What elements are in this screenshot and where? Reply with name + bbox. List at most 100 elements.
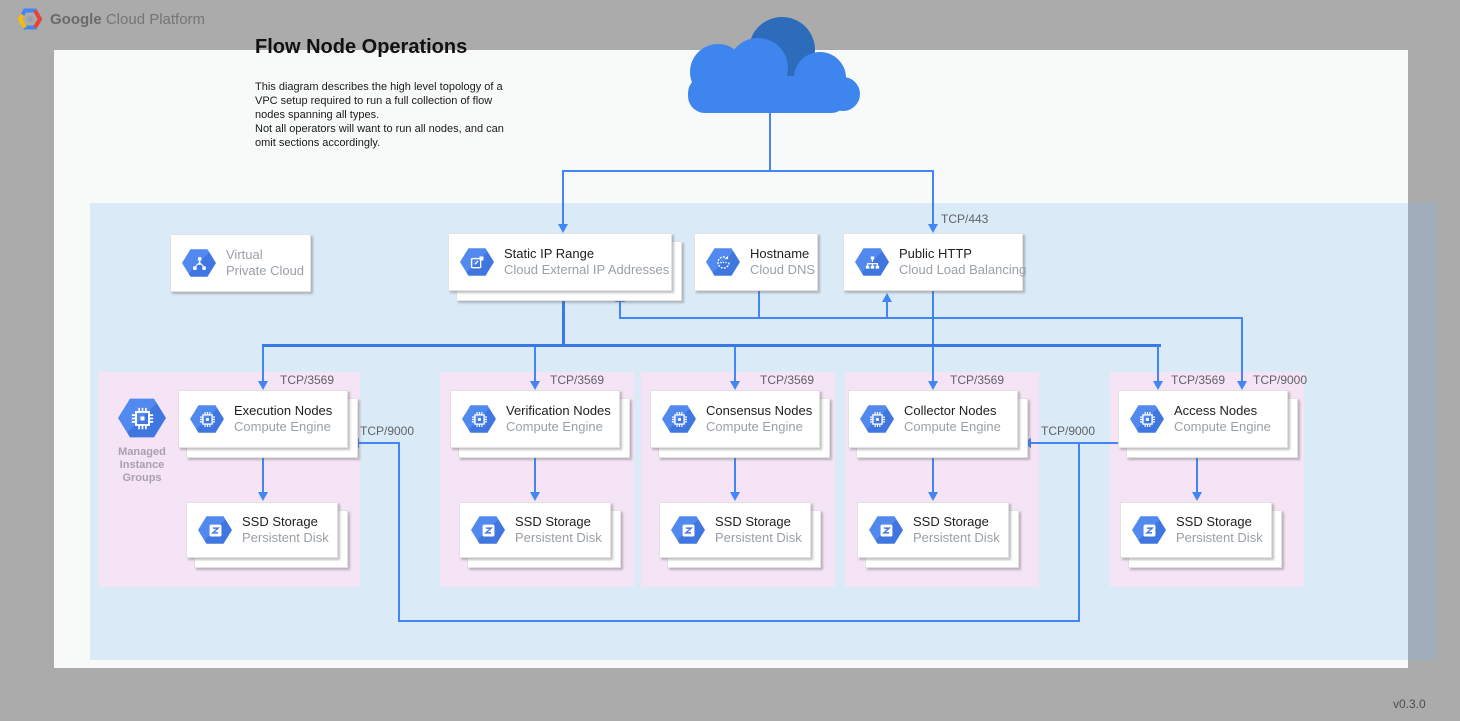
execution-nodes-card: Execution Nodes Compute Engine <box>178 390 358 458</box>
arrow-icon <box>258 492 268 501</box>
managed-instance-groups-label: Managed Instance Groups <box>100 446 184 485</box>
port-label-collector-tcp9000: TCP/9000 <box>1041 424 1096 438</box>
card-subtitle: Compute Engine <box>706 419 803 434</box>
card-subtitle: Cloud Load Balancing <box>899 262 1027 277</box>
card-subtitle: Persistent Disk <box>242 530 329 545</box>
persistent-disk-icon <box>869 516 903 544</box>
card-title: SSD Storage <box>913 514 989 529</box>
card-title: Virtual <box>226 247 263 262</box>
wire <box>619 300 621 318</box>
card-title: SSD Storage <box>242 514 318 529</box>
version-label: v0.3.0 <box>1393 697 1426 711</box>
wire <box>1157 347 1159 381</box>
arrow-into-access-icon <box>1153 381 1163 390</box>
compute-engine-icon <box>860 405 894 433</box>
arrow-icon <box>1192 492 1202 501</box>
arrow-into-consensus-icon <box>730 381 740 390</box>
wire <box>1030 442 1118 444</box>
compute-engine-icon <box>662 405 696 433</box>
arrow-icon <box>730 492 740 501</box>
card-subtitle: Compute Engine <box>506 419 603 434</box>
compute-engine-icon <box>1130 405 1164 433</box>
access-ssd-card: SSD Storage Persistent Disk <box>1120 502 1282 568</box>
consensus-nodes-card: Consensus Nodes Compute Engine <box>650 390 830 458</box>
arrow-icon <box>928 492 938 501</box>
load-balancer-icon <box>855 248 889 276</box>
wire <box>262 344 1161 347</box>
card-title: Hostname <box>750 246 810 261</box>
port-label-access-tcp9000: TCP/9000 <box>1253 373 1308 387</box>
arrow-into-public-http-icon <box>928 224 938 233</box>
card-title: Verification Nodes <box>506 403 611 418</box>
wire <box>932 170 934 224</box>
persistent-disk-icon <box>671 516 705 544</box>
wire <box>262 450 264 494</box>
wire <box>734 450 736 494</box>
card-subtitle: Persistent Disk <box>913 530 1000 545</box>
wire <box>534 347 536 381</box>
card-subtitle: Cloud DNS <box>750 262 816 277</box>
gcp-logo-icon <box>18 8 42 30</box>
wire <box>932 291 934 383</box>
card-title: Collector Nodes <box>904 403 997 418</box>
wire <box>1078 442 1080 622</box>
wire <box>562 292 565 344</box>
wire <box>758 291 760 318</box>
wire <box>619 317 1243 319</box>
wire <box>262 347 264 381</box>
consensus-ssd-card: SSD Storage Persistent Disk <box>659 502 821 568</box>
arrow-into-collector-icon <box>928 381 938 390</box>
port-label-execution-tcp9000: TCP/9000 <box>360 424 415 438</box>
wire <box>358 442 399 444</box>
port-label: TCP/3569 <box>1171 373 1226 387</box>
wire <box>734 347 736 381</box>
mig-line: Managed <box>118 446 166 458</box>
internet-cloud-icon <box>688 17 860 113</box>
external-ip-icon <box>460 248 494 276</box>
compute-engine-icon <box>462 405 496 433</box>
access-nodes-card: Access Nodes Compute Engine <box>1118 390 1298 458</box>
card-title: Consensus Nodes <box>706 403 813 418</box>
cloud-dns-icon <box>706 248 740 276</box>
card-title: SSD Storage <box>515 514 591 529</box>
card-title: Access Nodes <box>1174 403 1258 418</box>
port-label: TCP/3569 <box>280 373 335 387</box>
virtual-private-cloud-icon <box>182 249 216 277</box>
wire <box>562 170 934 172</box>
page-title: Flow Node Operations <box>255 36 468 58</box>
card-title: Static IP Range <box>504 246 595 261</box>
mig-line: Groups <box>122 472 162 484</box>
card-subtitle: Compute Engine <box>904 419 1001 434</box>
persistent-disk-icon <box>1132 516 1166 544</box>
hostname-card: Hostname Cloud DNS <box>694 233 818 291</box>
card-title: Execution Nodes <box>234 403 333 418</box>
vpc-card: Virtual Private Cloud <box>170 234 311 292</box>
collector-ssd-card: SSD Storage Persistent Disk <box>857 502 1019 568</box>
wire <box>398 442 400 622</box>
persistent-disk-icon <box>198 516 232 544</box>
brand-title: Google Cloud Platform <box>50 11 205 28</box>
card-subtitle: Persistent Disk <box>515 530 602 545</box>
wire <box>562 170 564 224</box>
wire <box>886 300 888 318</box>
collector-nodes-card: Collector Nodes Compute Engine <box>848 390 1028 458</box>
arrow-into-static-ip-icon <box>558 224 568 233</box>
compute-engine-icon <box>190 405 224 433</box>
card-title: SSD Storage <box>715 514 791 529</box>
public-http-card: Public HTTP Cloud Load Balancing <box>843 233 1027 291</box>
arrow-into-execution-icon <box>258 381 268 390</box>
arrow-icon <box>530 492 540 501</box>
card-subtitle: Cloud External IP Addresses <box>504 262 670 277</box>
card-subtitle: Persistent Disk <box>1176 530 1263 545</box>
verification-nodes-card: Verification Nodes Compute Engine <box>450 390 630 458</box>
arrow-into-access-9000-icon <box>1237 381 1247 390</box>
page-description: This diagram describes the high level to… <box>255 81 504 149</box>
arrow-into-verification-icon <box>530 381 540 390</box>
card-subtitle: Private Cloud <box>226 263 305 278</box>
wire <box>534 450 536 494</box>
port-label: TCP/3569 <box>950 373 1005 387</box>
port-label: TCP/3569 <box>760 373 815 387</box>
wire <box>769 110 771 170</box>
port-label-tcp443: TCP/443 <box>941 212 989 226</box>
